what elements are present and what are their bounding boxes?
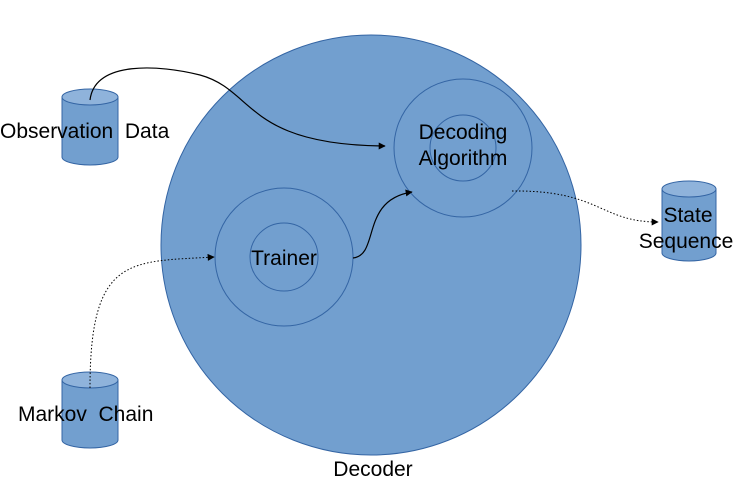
trainer-node: Trainer <box>214 187 354 327</box>
state-sequence-label-line2: Sequence <box>639 230 734 253</box>
decoding-algorithm-outer-ring <box>393 78 533 218</box>
decoder-circle <box>160 34 582 456</box>
markov-chain-cylinder-body <box>61 379 119 449</box>
trainer-inner-ring <box>249 222 319 292</box>
markov-chain-label: Markov Chain <box>18 403 153 426</box>
trainer-label: Trainer <box>251 247 317 270</box>
edge-observation-to-decoding <box>89 67 386 150</box>
decoder-label: Decoder <box>333 458 412 481</box>
observation-data-label: Observation Data <box>0 120 170 143</box>
decoding-algorithm-node: Decoding Algorithm <box>393 78 533 218</box>
state-sequence-label-line1: State <box>663 204 712 227</box>
decoding-algorithm-label-line2: Algorithm <box>419 147 508 170</box>
state-sequence-cylinder <box>661 180 717 262</box>
observation-data-cylinder-body <box>61 96 119 166</box>
decoding-algorithm-label-line1: Decoding <box>419 121 508 144</box>
state-sequence-cylinder-top <box>661 180 717 198</box>
decoding-algorithm-inner-ring <box>429 114 497 182</box>
trainer-outer-ring <box>214 187 354 327</box>
edge-trainer-to-decoding <box>352 189 413 259</box>
state-sequence-cylinder-body <box>661 188 717 262</box>
